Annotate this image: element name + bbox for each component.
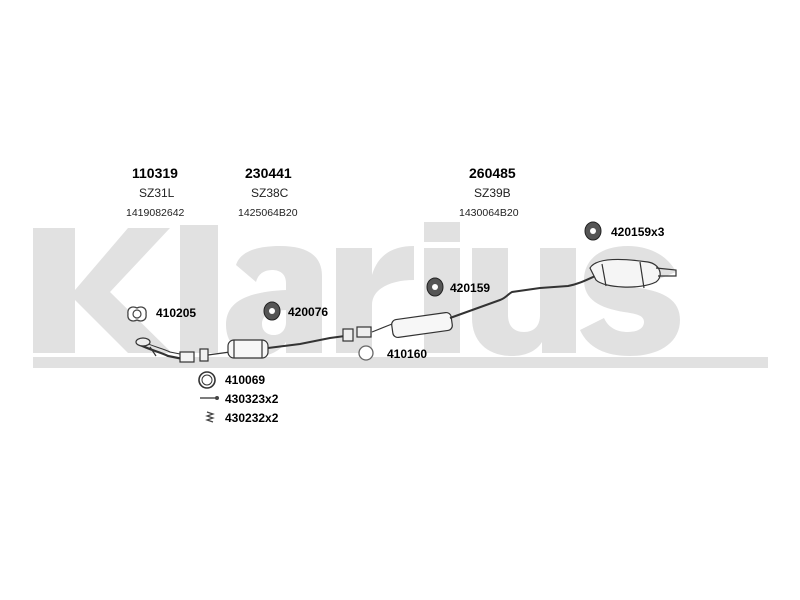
- oem-ref-1419082642: 1419082642: [126, 207, 185, 219]
- callout-410205[interactable]: 410205: [156, 306, 197, 320]
- callout-410160[interactable]: 410160: [387, 347, 428, 361]
- rubber-mount-icon: [584, 221, 602, 241]
- oem-ref-1430064b20: 1430064B20: [459, 207, 519, 219]
- part-code-sz31l: SZ31L: [139, 186, 175, 200]
- part-number-110319[interactable]: 110319: [132, 165, 178, 181]
- part-code-sz39b: SZ39B: [474, 186, 511, 200]
- seal-ring-icon: [198, 371, 216, 389]
- callout-430323x2[interactable]: 430323x2: [225, 392, 279, 406]
- gasket-icon: [127, 306, 147, 322]
- callout-420159[interactable]: 420159: [450, 281, 491, 295]
- oem-ref-1425064b20: 1425064B20: [238, 207, 298, 219]
- callout-420076[interactable]: 420076: [288, 305, 329, 319]
- part-number-260485[interactable]: 260485: [469, 165, 516, 181]
- callout-430232x2[interactable]: 430232x2: [225, 411, 279, 425]
- callout-410069[interactable]: 410069: [225, 373, 266, 387]
- callout-420159x3[interactable]: 420159x3: [611, 225, 665, 239]
- rubber-mount-icon: [426, 277, 444, 297]
- part-number-230441[interactable]: 230441: [245, 165, 292, 181]
- rubber-mount-icon: [263, 301, 281, 321]
- ring-gasket-icon: [358, 345, 374, 361]
- part-code-sz38c: SZ38C: [251, 186, 289, 200]
- spring-icon: [205, 411, 215, 423]
- clamp-bolt-icon: [200, 396, 219, 400]
